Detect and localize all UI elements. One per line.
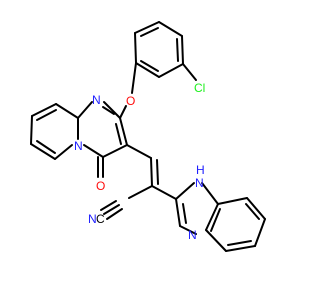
nh-hydrogen-label: H — [196, 163, 205, 177]
molecule-canvas: Cl O N N O H N N N C — [30, 21, 266, 252]
alkene-bond-2 — [156, 159, 159, 185]
nitrile-triple-1 — [103, 204, 120, 215]
c3-vinyl-bond — [126, 144, 152, 159]
nitrile-triple-3 — [100, 200, 117, 211]
imidazole-n-label: N — [188, 228, 197, 242]
carbonyl-oxygen-label: O — [96, 179, 105, 193]
chlorophenyl-ring — [134, 21, 184, 78]
chlorine-label: Cl — [194, 81, 205, 95]
alkene-bond-1 — [150, 157, 153, 187]
nitrile-n-label: N — [88, 212, 97, 226]
pyrimidine-n-label: N — [92, 93, 101, 107]
vinyl-nitrile-bond — [128, 185, 153, 199]
vinyl-benzimidazole-bond — [151, 185, 177, 200]
nh-nitrogen-label: N — [195, 176, 204, 190]
nitrile-c-label: C — [96, 212, 105, 226]
ether-oxygen-label: O — [126, 94, 135, 108]
pyrimidinone-ring — [77, 101, 128, 158]
bridge-n-label: N — [74, 139, 83, 153]
c-cl-bond — [182, 63, 197, 81]
pyridine-ring — [30, 103, 79, 160]
o-c2-bond — [119, 105, 127, 119]
benzimidazole — [175, 182, 266, 252]
c-o-ether-bond — [131, 62, 137, 94]
nitrile-triple-2 — [106, 208, 123, 220]
molecule-structure: Cl O N N O H N N N C — [30, 21, 266, 252]
